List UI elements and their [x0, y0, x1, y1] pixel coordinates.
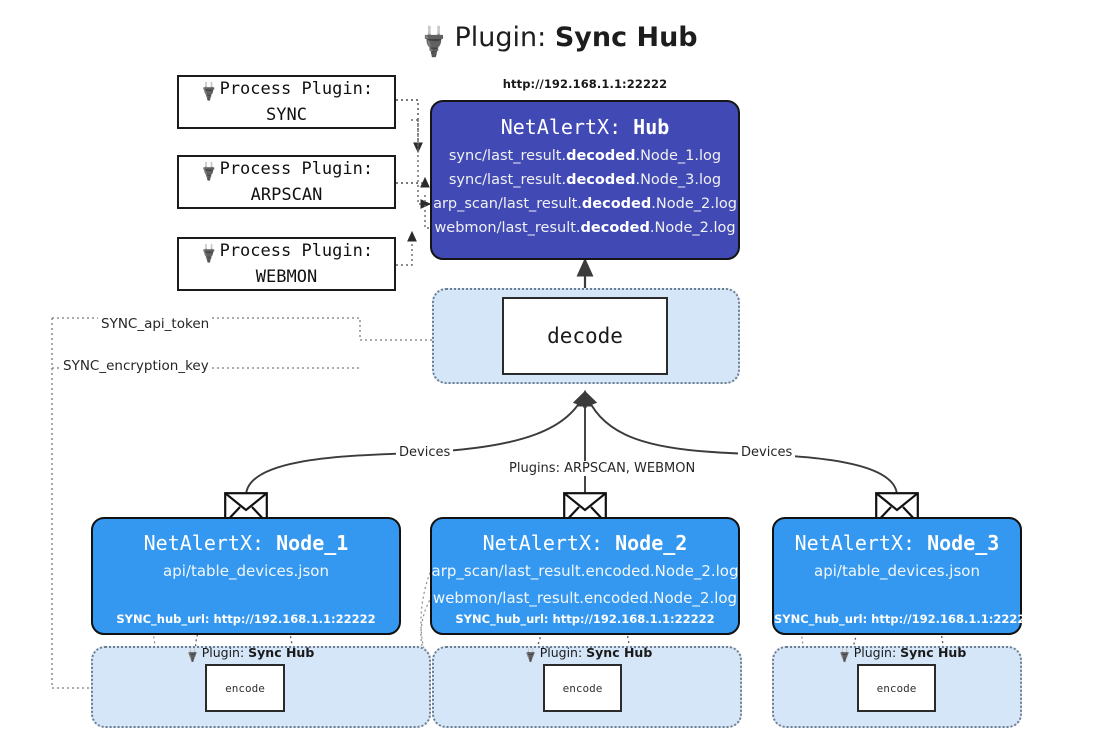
hub-logline-3: arp_scan/last_result.decoded.Node_2.log	[433, 196, 737, 212]
node-3-line-1: api/table_devices.json	[814, 562, 980, 580]
node-box-node-2[interactable]: NetAlertX: Node_2 arp_scan/last_result.e…	[430, 517, 740, 635]
node-2-title: NetAlertX: Node_2	[482, 531, 688, 555]
decode-box[interactable]: decode	[502, 297, 668, 375]
encode-box-2[interactable]: encode	[543, 664, 622, 712]
process-plugin-arpscan-line2: ARPSCAN	[250, 184, 323, 205]
node-2-line-2: webmon/last_result.encoded.Node_2.log	[432, 589, 738, 607]
node-box-node-3[interactable]: NetAlertX: Node_3 api/table_devices.json…	[772, 517, 1034, 635]
hub-logline-2: sync/last_result.decoded.Node_3.log	[448, 172, 722, 188]
encode-plugin-label-1: 🔌Plugin: Sync Hub	[183, 645, 315, 664]
decode-label: decode	[547, 324, 623, 348]
node-box-node-1[interactable]: NetAlertX: Node_1 api/table_devices.json…	[91, 517, 401, 635]
encode-label-3: encode	[876, 681, 917, 695]
node-1-line-1: api/table_devices.json	[163, 562, 329, 580]
encode-label-1: encode	[225, 681, 265, 695]
encode-box-1[interactable]: encode	[205, 664, 285, 712]
hub-box[interactable]: NetAlertX: Hub sync/last_result.decoded.…	[430, 100, 740, 260]
sync-api-token-label: SYNC_api_token	[98, 316, 213, 332]
node-2-footer: SYNC_hub_url: http://192.168.1.1:22222	[455, 612, 715, 626]
edge-label-plugins: Plugins: ARPSCAN, WEBMON	[506, 461, 699, 476]
encode-box-3[interactable]: encode	[857, 664, 936, 712]
node-1-footer: SYNC_hub_url: http://192.168.1.1:22222	[116, 612, 376, 626]
node-1-title: NetAlertX: Node_1	[143, 531, 349, 555]
encode-plugin-label-2: 🔌Plugin: Sync Hub	[521, 645, 653, 664]
process-plugin-sync-box[interactable]: 🔌Process Plugin: SYNC	[177, 75, 396, 129]
page-title: 🔌Plugin: Sync Hub	[0, 16, 1117, 62]
process-plugin-arpscan-box[interactable]: 🔌Process Plugin: ARPSCAN	[177, 155, 396, 209]
edge-label-devices-right: Devices	[738, 445, 796, 460]
page-title-prefix: Plugin:	[454, 22, 555, 53]
process-plugin-sync-line2: SYNC	[266, 104, 307, 125]
hub-title: NetAlertX: Hub	[500, 115, 670, 139]
hub-logline-4: webmon/last_result.decoded.Node_2.log	[434, 220, 736, 236]
process-plugin-sync-line1: 🔌Process Plugin:	[196, 77, 373, 103]
encode-plugin-label-3: 🔌Plugin: Sync Hub	[835, 645, 967, 664]
process-plugin-webmon-line1: 🔌Process Plugin:	[196, 239, 373, 265]
node-2-line-1: arp_scan/last_result.encoded.Node_2.log	[431, 562, 739, 580]
hub-logline-1: sync/last_result.decoded.Node_1.log	[448, 148, 722, 164]
node-3-footer: SYNC_hub_url: http://192.168.1.1:22222	[774, 612, 1034, 626]
encode-label-2: encode	[562, 681, 603, 695]
hub-url-label: http://192.168.1.1:22222	[502, 77, 668, 91]
sync-encryption-key-label: SYNC_encryption_key	[60, 358, 212, 374]
process-plugin-webmon-line2: WEBMON	[255, 266, 318, 287]
node-3-title: NetAlertX: Node_3	[794, 531, 1000, 555]
page-title-name: Sync Hub	[554, 22, 698, 53]
edge-label-devices-left: Devices	[396, 445, 454, 460]
process-plugin-webmon-box[interactable]: 🔌Process Plugin: WEBMON	[177, 237, 396, 291]
process-plugin-arpscan-line1: 🔌Process Plugin:	[196, 157, 373, 183]
